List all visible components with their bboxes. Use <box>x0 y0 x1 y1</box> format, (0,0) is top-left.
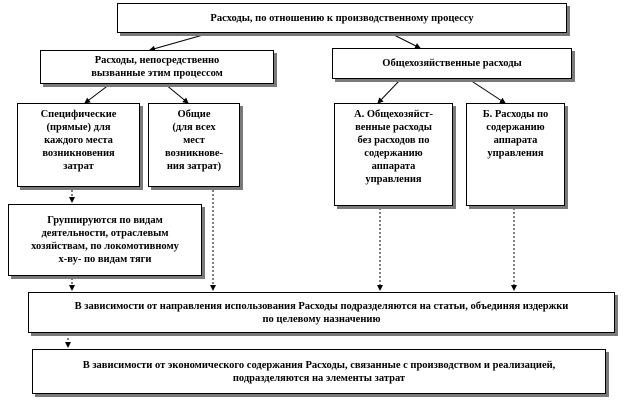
root-box: Расходы, по отношению к производственном… <box>117 3 567 33</box>
arrow-direct-to-common <box>164 83 189 104</box>
general-business-text: Общехозяйственные расходы <box>382 58 522 69</box>
specific-costs-box: Специфические (прямые) для каждого места… <box>17 103 140 187</box>
arrow-general-to-b <box>469 79 506 104</box>
economic-classification-text: В зависимости от экономического содержан… <box>82 359 556 384</box>
general-business-box: Общехозяйственные расходы <box>332 48 572 79</box>
direction-classification-text: В зависимости от направления использован… <box>74 300 569 325</box>
arrow-root-to-general <box>389 32 421 49</box>
common-costs-box: Общие (для всех мест возникнове- ния зат… <box>148 103 240 187</box>
item-b-text: Б. Расходы по содержанию аппарата управл… <box>482 109 549 159</box>
direction-classification-box: В зависимости от направления использован… <box>28 292 615 333</box>
root-text: Расходы, по отношению к производственном… <box>210 12 474 24</box>
grouped-text: Группируются по видам деятельности, отра… <box>31 215 179 265</box>
item-a-box: А. Общехозяйст- венные расходы без расхо… <box>334 103 453 206</box>
item-b-box: Б. Расходы по содержанию аппарата управл… <box>466 103 565 206</box>
arrow-direct-to-specific <box>84 83 111 104</box>
economic-classification-box: В зависимости от экономического содержан… <box>32 349 606 394</box>
item-a-text: А. Общехозяйст- венные расходы без расхо… <box>354 109 433 185</box>
direct-costs-text: Расходы, непосредственно вызванные этим … <box>91 55 223 79</box>
direct-costs-box: Расходы, непосредственно вызванные этим … <box>40 50 274 84</box>
arrow-general-to-a <box>377 79 401 104</box>
specific-costs-text: Специфические (прямые) для каждого места… <box>40 109 117 172</box>
common-costs-text: Общие (для всех мест возникнове- ния зат… <box>164 109 224 172</box>
arrow-root-to-direct <box>149 32 211 52</box>
grouped-box: Группируются по видам деятельности, отра… <box>8 204 202 276</box>
